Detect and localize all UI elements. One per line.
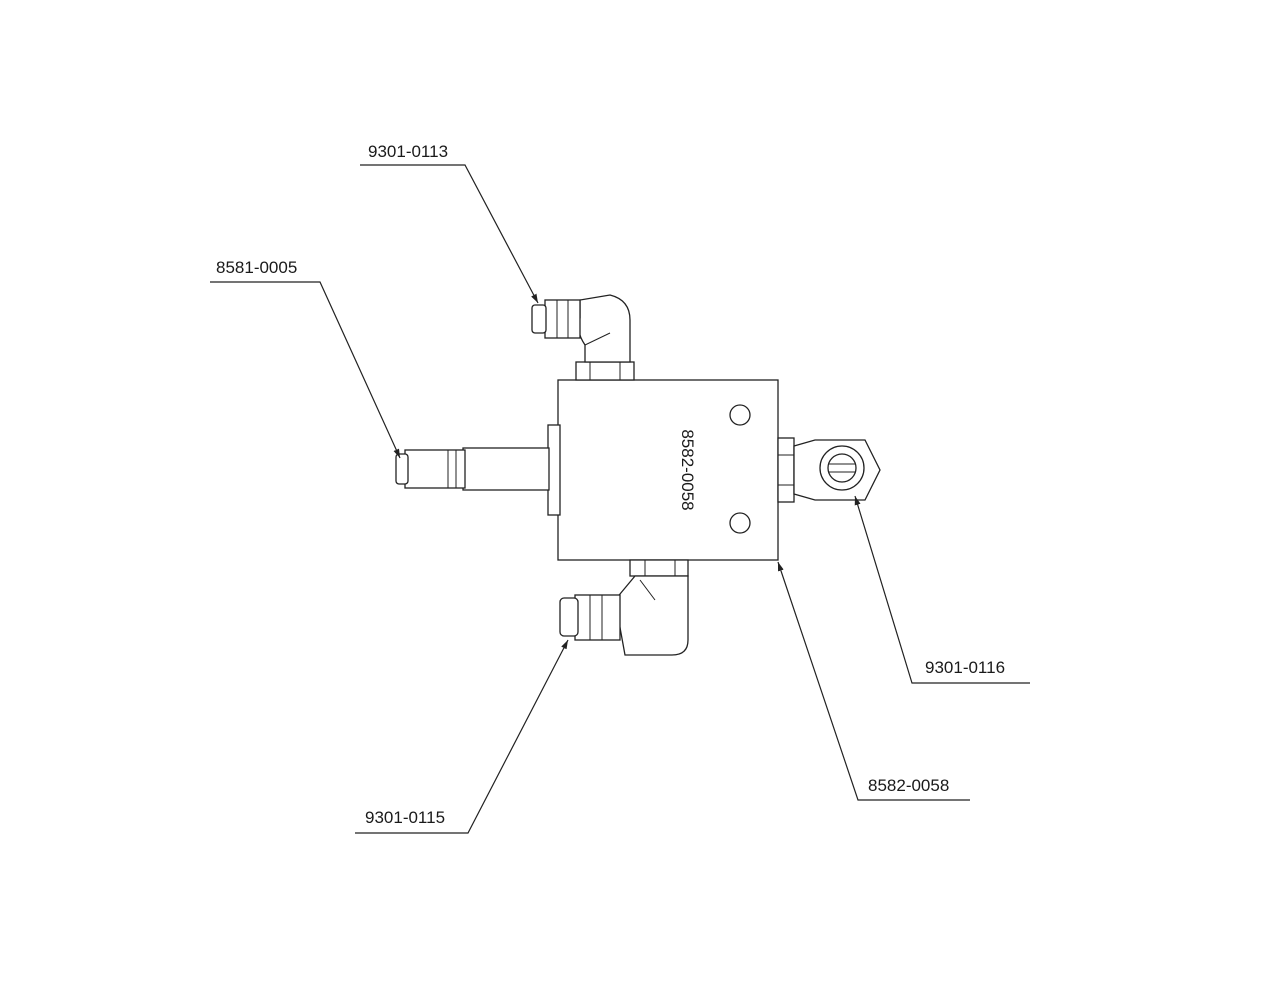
shaft-fitting-left bbox=[395, 424, 561, 516]
elbow-fitting-bottom bbox=[559, 559, 689, 656]
leader-9301-0115 bbox=[355, 639, 569, 834]
callout-leaders bbox=[210, 164, 1030, 834]
callout-label-shaft-left: 8581-0005 bbox=[216, 258, 297, 277]
manifold-block: 8582-0058 bbox=[557, 379, 779, 561]
mounting-hole-bottom bbox=[729, 512, 751, 534]
leader-8582-0058 bbox=[777, 561, 970, 801]
callout-label-elbow-bottom: 9301-0115 bbox=[365, 808, 445, 827]
leader-8581-0005 bbox=[210, 281, 401, 459]
elbow-fitting-top bbox=[531, 294, 635, 381]
callout-label-elbow-top: 9301-0113 bbox=[368, 142, 448, 161]
side-fitting-right bbox=[777, 437, 881, 503]
mounting-hole-top bbox=[729, 404, 751, 426]
callout-label-block: 8582-0058 bbox=[868, 776, 949, 795]
leader-9301-0113 bbox=[360, 164, 539, 304]
callout-label-side-fitting: 9301-0116 bbox=[925, 658, 1005, 677]
block-engraved-label: 8582-0058 bbox=[678, 429, 697, 510]
leader-9301-0116 bbox=[854, 495, 1030, 684]
